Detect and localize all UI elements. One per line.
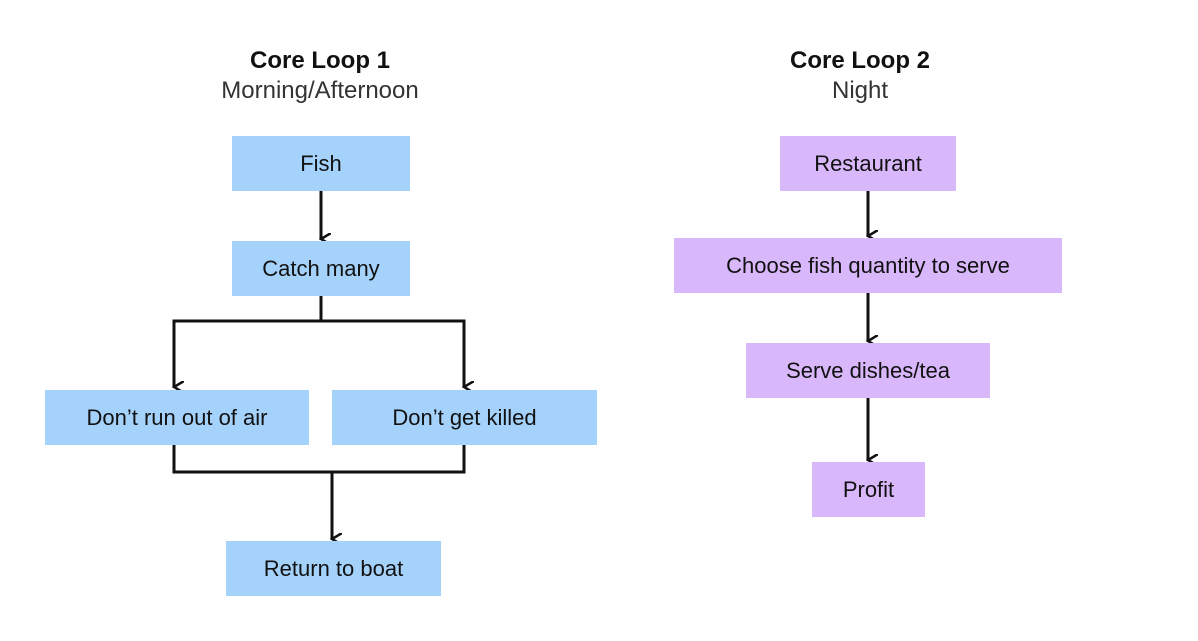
loop1-heading: Core Loop 1 Morning/Afternoon xyxy=(160,46,480,106)
node-fish-label: Fish xyxy=(300,150,342,176)
node-return-to-boat: Return to boat xyxy=(226,541,441,596)
node-profit-label: Profit xyxy=(842,476,895,502)
node-restaurant: Restaurant xyxy=(780,136,956,191)
node-return-to-boat-label: Return to boat xyxy=(263,555,404,581)
node-catch-many: Catch many xyxy=(232,241,410,296)
split-connector xyxy=(174,296,323,387)
loop1-subtitle: Morning/Afternoon xyxy=(221,77,419,104)
loop1-title: Core Loop 1 xyxy=(249,47,390,74)
node-fish: Fish xyxy=(232,136,410,191)
loop2-title: Core Loop 2 xyxy=(789,47,930,74)
node-choose-fish-quantity: Choose fish quantity to serve xyxy=(674,238,1062,293)
node-dont-run-out-of-air: Don’t run out of air xyxy=(45,390,309,445)
loop2-heading: Core Loop 2 Night xyxy=(710,46,1010,106)
loop2-subtitle: Night xyxy=(831,77,889,104)
node-catch-many-label: Catch many xyxy=(262,255,380,281)
node-serve-dishes-tea: Serve dishes/tea xyxy=(746,343,990,398)
node-dont-get-killed: Don’t get killed xyxy=(332,390,597,445)
merge-connector xyxy=(172,445,466,474)
node-dont-get-killed-label: Don’t get killed xyxy=(392,404,537,430)
node-restaurant-label: Restaurant xyxy=(814,150,922,176)
node-dont-run-out-of-air-label: Don’t run out of air xyxy=(86,404,268,430)
split-connector-right xyxy=(321,319,464,387)
node-choose-fish-quantity-label: Choose fish quantity to serve xyxy=(726,252,1010,278)
node-profit: Profit xyxy=(812,462,925,517)
node-serve-dishes-tea-label: Serve dishes/tea xyxy=(786,357,950,383)
